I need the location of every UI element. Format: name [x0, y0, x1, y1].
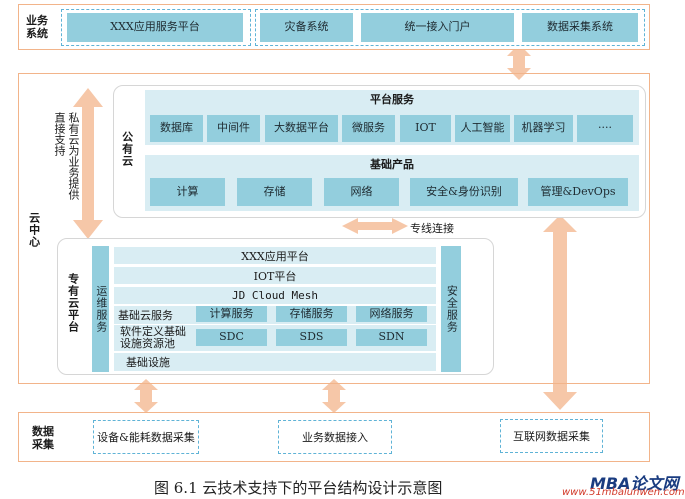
private-cloud-title: 专有云平台: [66, 273, 80, 333]
private-support-note: 私有云为业务提供直接支持: [53, 112, 80, 200]
cloud-center-frame: [18, 73, 650, 384]
layer-app-platform[interactable]: XXX应用平台: [114, 247, 436, 264]
platform-service-more[interactable]: ····: [577, 115, 633, 142]
sdi-sdc[interactable]: SDC: [196, 329, 267, 346]
cloud-center-title: 云中心: [27, 212, 41, 248]
arrow-dedicated-link: [342, 218, 408, 234]
data-collection-title: 数据采集: [32, 424, 54, 451]
arrow-business-cloud: [507, 44, 531, 80]
data-collection-device-energy[interactable]: 设备&能耗数据采集: [93, 420, 199, 454]
basic-cloud-compute-service[interactable]: 计算服务: [196, 306, 267, 322]
layer-infrastructure-row[interactable]: [114, 353, 436, 371]
arrow-private-support: [73, 88, 103, 239]
security-service-bar[interactable]: 安全服务: [441, 246, 461, 372]
platform-service-microservice[interactable]: 微服务: [342, 115, 395, 142]
layer-basic-cloud-label: 基础云服务: [118, 309, 173, 322]
platform-service-bigdata[interactable]: 大数据平台: [265, 115, 338, 142]
layer-sdi-label: 软件定义基础设施资源池: [120, 325, 186, 350]
dedicated-link-label: 专线连接: [410, 222, 454, 235]
business-item-app-platform[interactable]: XXX应用服务平台: [67, 13, 243, 42]
basic-product-network[interactable]: 网络: [324, 178, 399, 206]
platform-service-middleware[interactable]: 中间件: [207, 115, 260, 142]
data-collection-business-data[interactable]: 业务数据接入: [278, 420, 392, 454]
basic-product-compute[interactable]: 计算: [150, 178, 225, 206]
watermark-url: www.51mbalunwen.com: [562, 487, 685, 498]
arrow-data-middle: [322, 379, 346, 413]
data-collection-internet[interactable]: 互联网数据采集: [500, 419, 603, 453]
basic-cloud-storage-service[interactable]: 存储服务: [276, 306, 347, 322]
platform-service-ai[interactable]: 人工智能: [455, 115, 510, 142]
platform-service-database[interactable]: 数据库: [150, 115, 203, 142]
business-systems-title: 业务系统: [26, 13, 48, 40]
business-item-disaster-recovery[interactable]: 灾备系统: [260, 13, 353, 42]
public-cloud-title: 公有云: [120, 131, 134, 167]
arrow-data-left: [134, 379, 158, 413]
business-item-data-collection[interactable]: 数据采集系统: [522, 13, 638, 42]
basic-product-management-devops[interactable]: 管理&DevOps: [528, 178, 628, 206]
ops-service-bar[interactable]: 运维服务: [92, 246, 109, 372]
business-item-unified-portal[interactable]: 统一接入门户: [361, 13, 514, 42]
basic-cloud-network-service[interactable]: 网络服务: [356, 306, 427, 322]
layer-basic-cloud-row: [114, 306, 436, 324]
watermark-brand: MBA论文网: [590, 474, 679, 493]
layer-iot-platform[interactable]: IOT平台: [114, 267, 436, 284]
basic-product-security-identity[interactable]: 安全&身份识别: [410, 178, 518, 206]
sdi-sdn[interactable]: SDN: [356, 329, 427, 346]
basic-products-title: 基础产品: [370, 158, 414, 172]
layer-mesh[interactable]: JD Cloud Mesh: [114, 287, 436, 304]
arrow-internet-public: [543, 215, 577, 410]
platform-service-iot[interactable]: IOT: [400, 115, 451, 142]
sdi-sds[interactable]: SDS: [276, 329, 347, 346]
layer-infrastructure-label: 基础设施: [126, 356, 170, 369]
basic-product-storage[interactable]: 存储: [237, 178, 312, 206]
platform-service-ml[interactable]: 机器学习: [514, 115, 573, 142]
figure-caption: 图 6.1 云技术支持下的平台结构设计示意图: [154, 479, 443, 497]
platform-services-title: 平台服务: [370, 93, 414, 107]
